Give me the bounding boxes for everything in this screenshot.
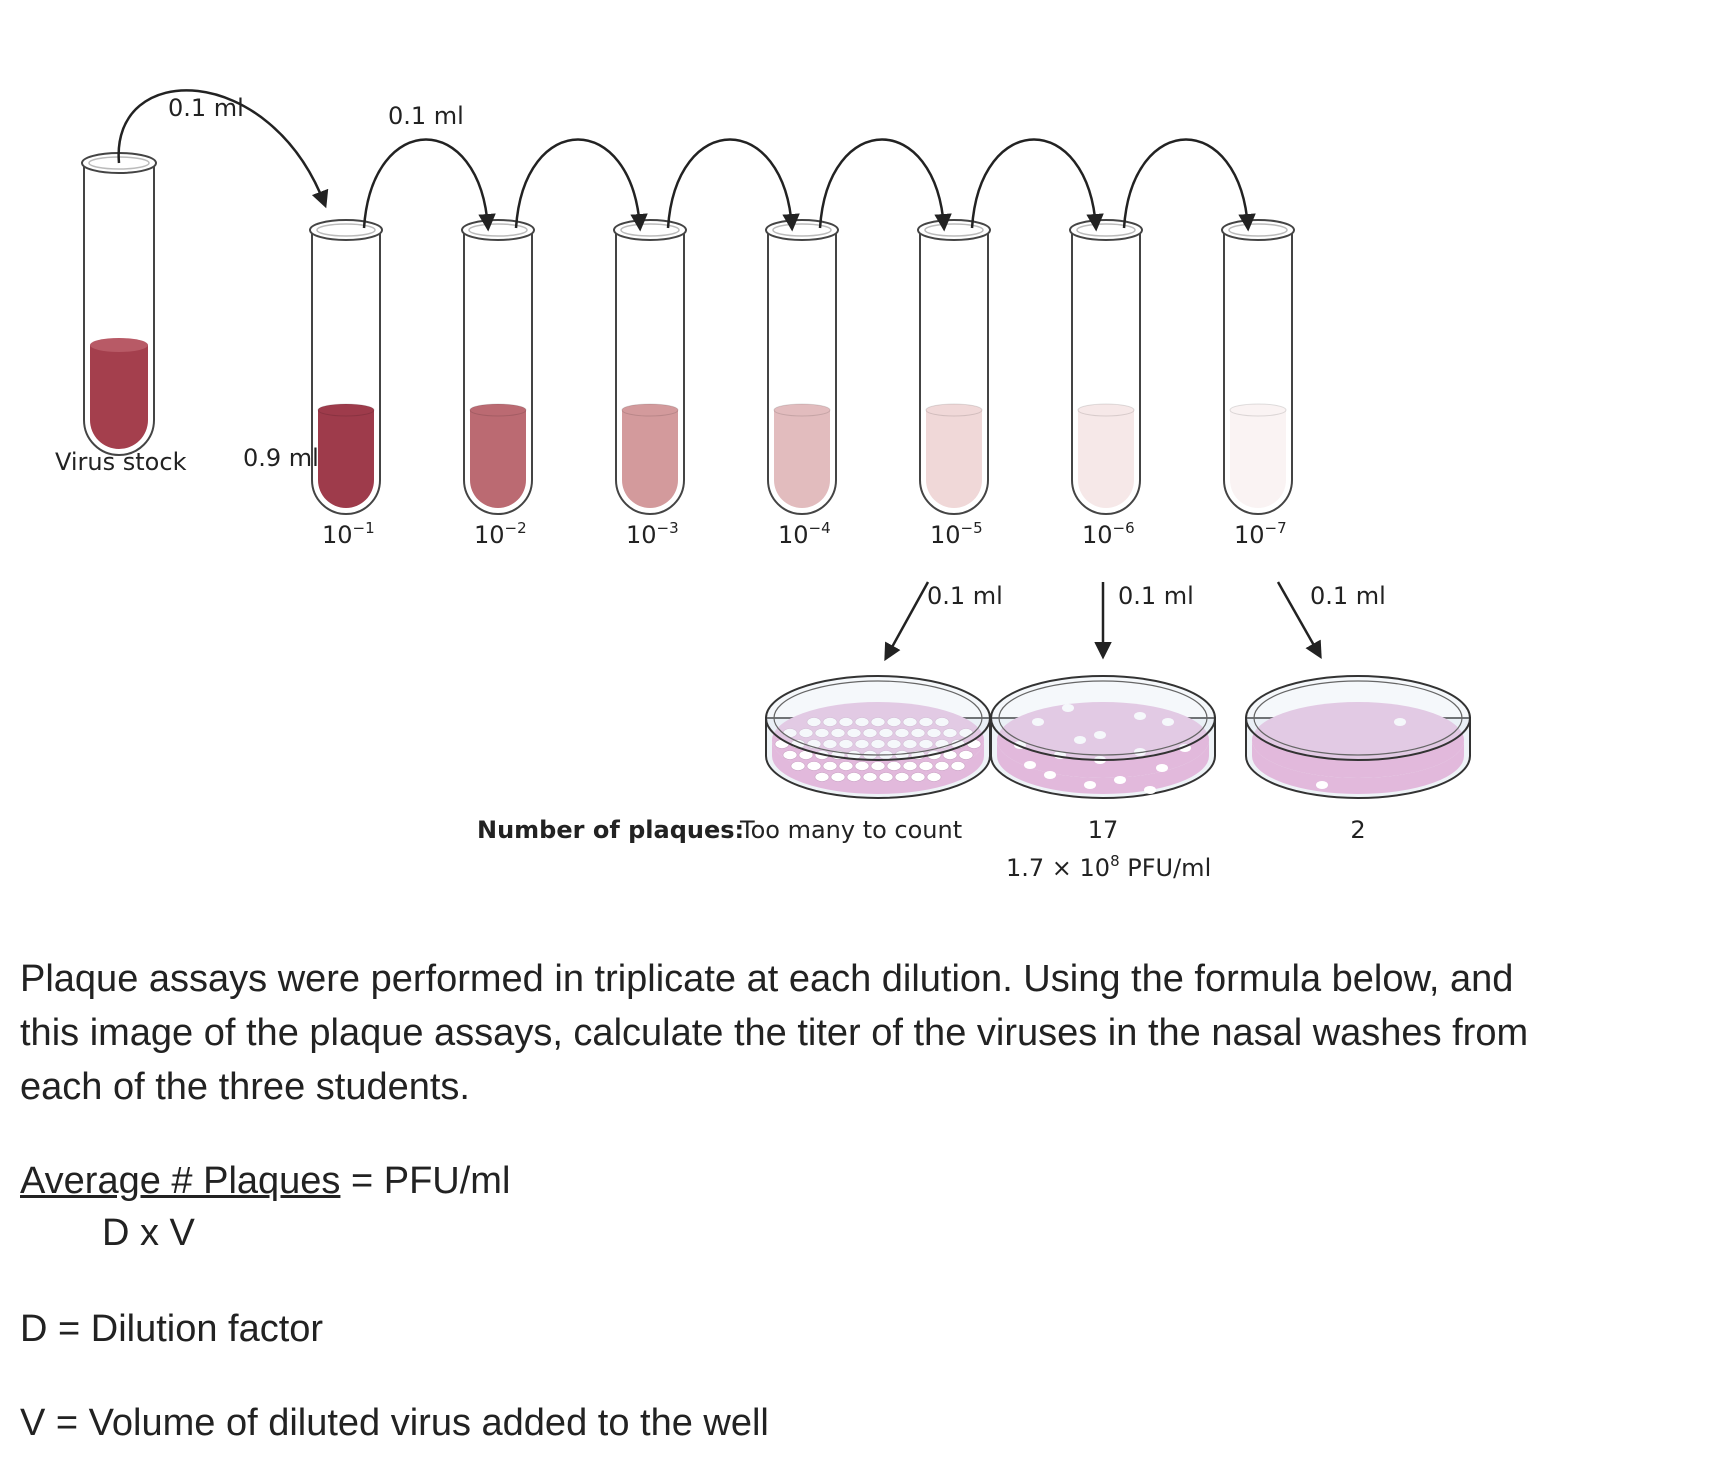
transfer-arrow-4 — [818, 138, 952, 232]
transfer-volume-label-1: 0.1 ml — [168, 94, 244, 122]
transfer-arrow-1 — [362, 138, 496, 232]
dilution-label-4: 10−4 — [778, 519, 831, 549]
dilution-tubes: 10−1 10−2 10−3 10−4 10−5 10−6 10−7 — [309, 219, 1295, 549]
plating-volume-label-1: 0.1 ml — [927, 582, 1003, 610]
transfer-arrow-2 — [514, 138, 648, 232]
petri-plates — [765, 675, 1471, 799]
dilution-label-1: 10−1 — [322, 519, 375, 549]
petri-plate-3 — [1245, 675, 1471, 799]
transfer-volume-label-2: 0.1 ml — [388, 102, 464, 130]
dilution-tube-6: 10−6 — [1069, 219, 1143, 549]
dilution-label-3: 10−3 — [626, 519, 679, 549]
plating-arrows — [884, 581, 1322, 662]
tube-liquid — [774, 410, 830, 508]
serial-dilution-diagram: Virus stock 10−1 10−2 10−3 10−4 10−5 10−6 10−7… — [55, 89, 1471, 882]
dilution-tube-2: 10−2 — [461, 219, 535, 549]
transfer-arrow-6 — [1122, 138, 1256, 232]
tube-liquid — [318, 410, 374, 508]
diluent-volume-label: 0.9 ml — [243, 444, 319, 472]
plating-volume-label-3: 0.1 ml — [1310, 582, 1386, 610]
titer-result: 1.7 × 108 PFU/ml — [1006, 852, 1211, 882]
definition-dilution-factor: D = Dilution factor — [20, 1308, 324, 1350]
plate-count-3: 2 — [1350, 816, 1365, 844]
dilution-tube-1: 10−1 — [309, 219, 383, 549]
tube-liquid — [622, 410, 678, 508]
tube-liquid — [1078, 410, 1134, 508]
stock-liquid — [90, 345, 148, 449]
petri-plate-1 — [765, 675, 991, 799]
dilution-label-6: 10−6 — [1082, 519, 1135, 549]
dilution-label-2: 10−2 — [474, 519, 527, 549]
virus-stock-label: Virus stock — [55, 448, 187, 476]
plaques-label: Number of plaques: — [477, 816, 744, 844]
dilution-tube-7: 10−7 — [1221, 219, 1295, 549]
plating-volume-label-2: 0.1 ml — [1118, 582, 1194, 610]
dilution-tube-3: 10−3 — [613, 219, 687, 549]
tube-liquid — [1230, 410, 1286, 508]
dilution-tube-5: 10−5 — [917, 219, 991, 549]
plating-arrow-1 — [884, 581, 930, 662]
formula: Average # Plaques = PFU/ml — [20, 1160, 510, 1203]
definition-volume: V = Volume of diluted virus added to the… — [20, 1402, 769, 1444]
tube-liquid — [926, 410, 982, 508]
plate-count-1: Too many to count — [739, 816, 962, 844]
formula-denominator: D x V — [102, 1212, 195, 1254]
plate-count-2: 17 — [1088, 816, 1119, 844]
plating-arrow-3 — [1276, 581, 1322, 660]
dilution-label-5: 10−5 — [930, 519, 983, 549]
formula-numerator: Average # Plaques — [20, 1160, 341, 1202]
tube-liquid — [470, 410, 526, 508]
virus-stock-tube — [81, 152, 157, 456]
question-text: Plaque assays were performed in triplica… — [20, 958, 1529, 1108]
transfer-arrows — [117, 89, 1256, 232]
formula-rhs: = PFU/ml — [340, 1160, 511, 1202]
transfer-arrow-5 — [970, 138, 1104, 232]
petri-plate-2 — [990, 675, 1216, 799]
dilution-tube-4: 10−4 — [765, 219, 839, 549]
dilution-label-7: 10−7 — [1234, 519, 1287, 549]
transfer-arrow-3 — [666, 138, 800, 232]
transfer-arrow-stock — [117, 89, 329, 209]
